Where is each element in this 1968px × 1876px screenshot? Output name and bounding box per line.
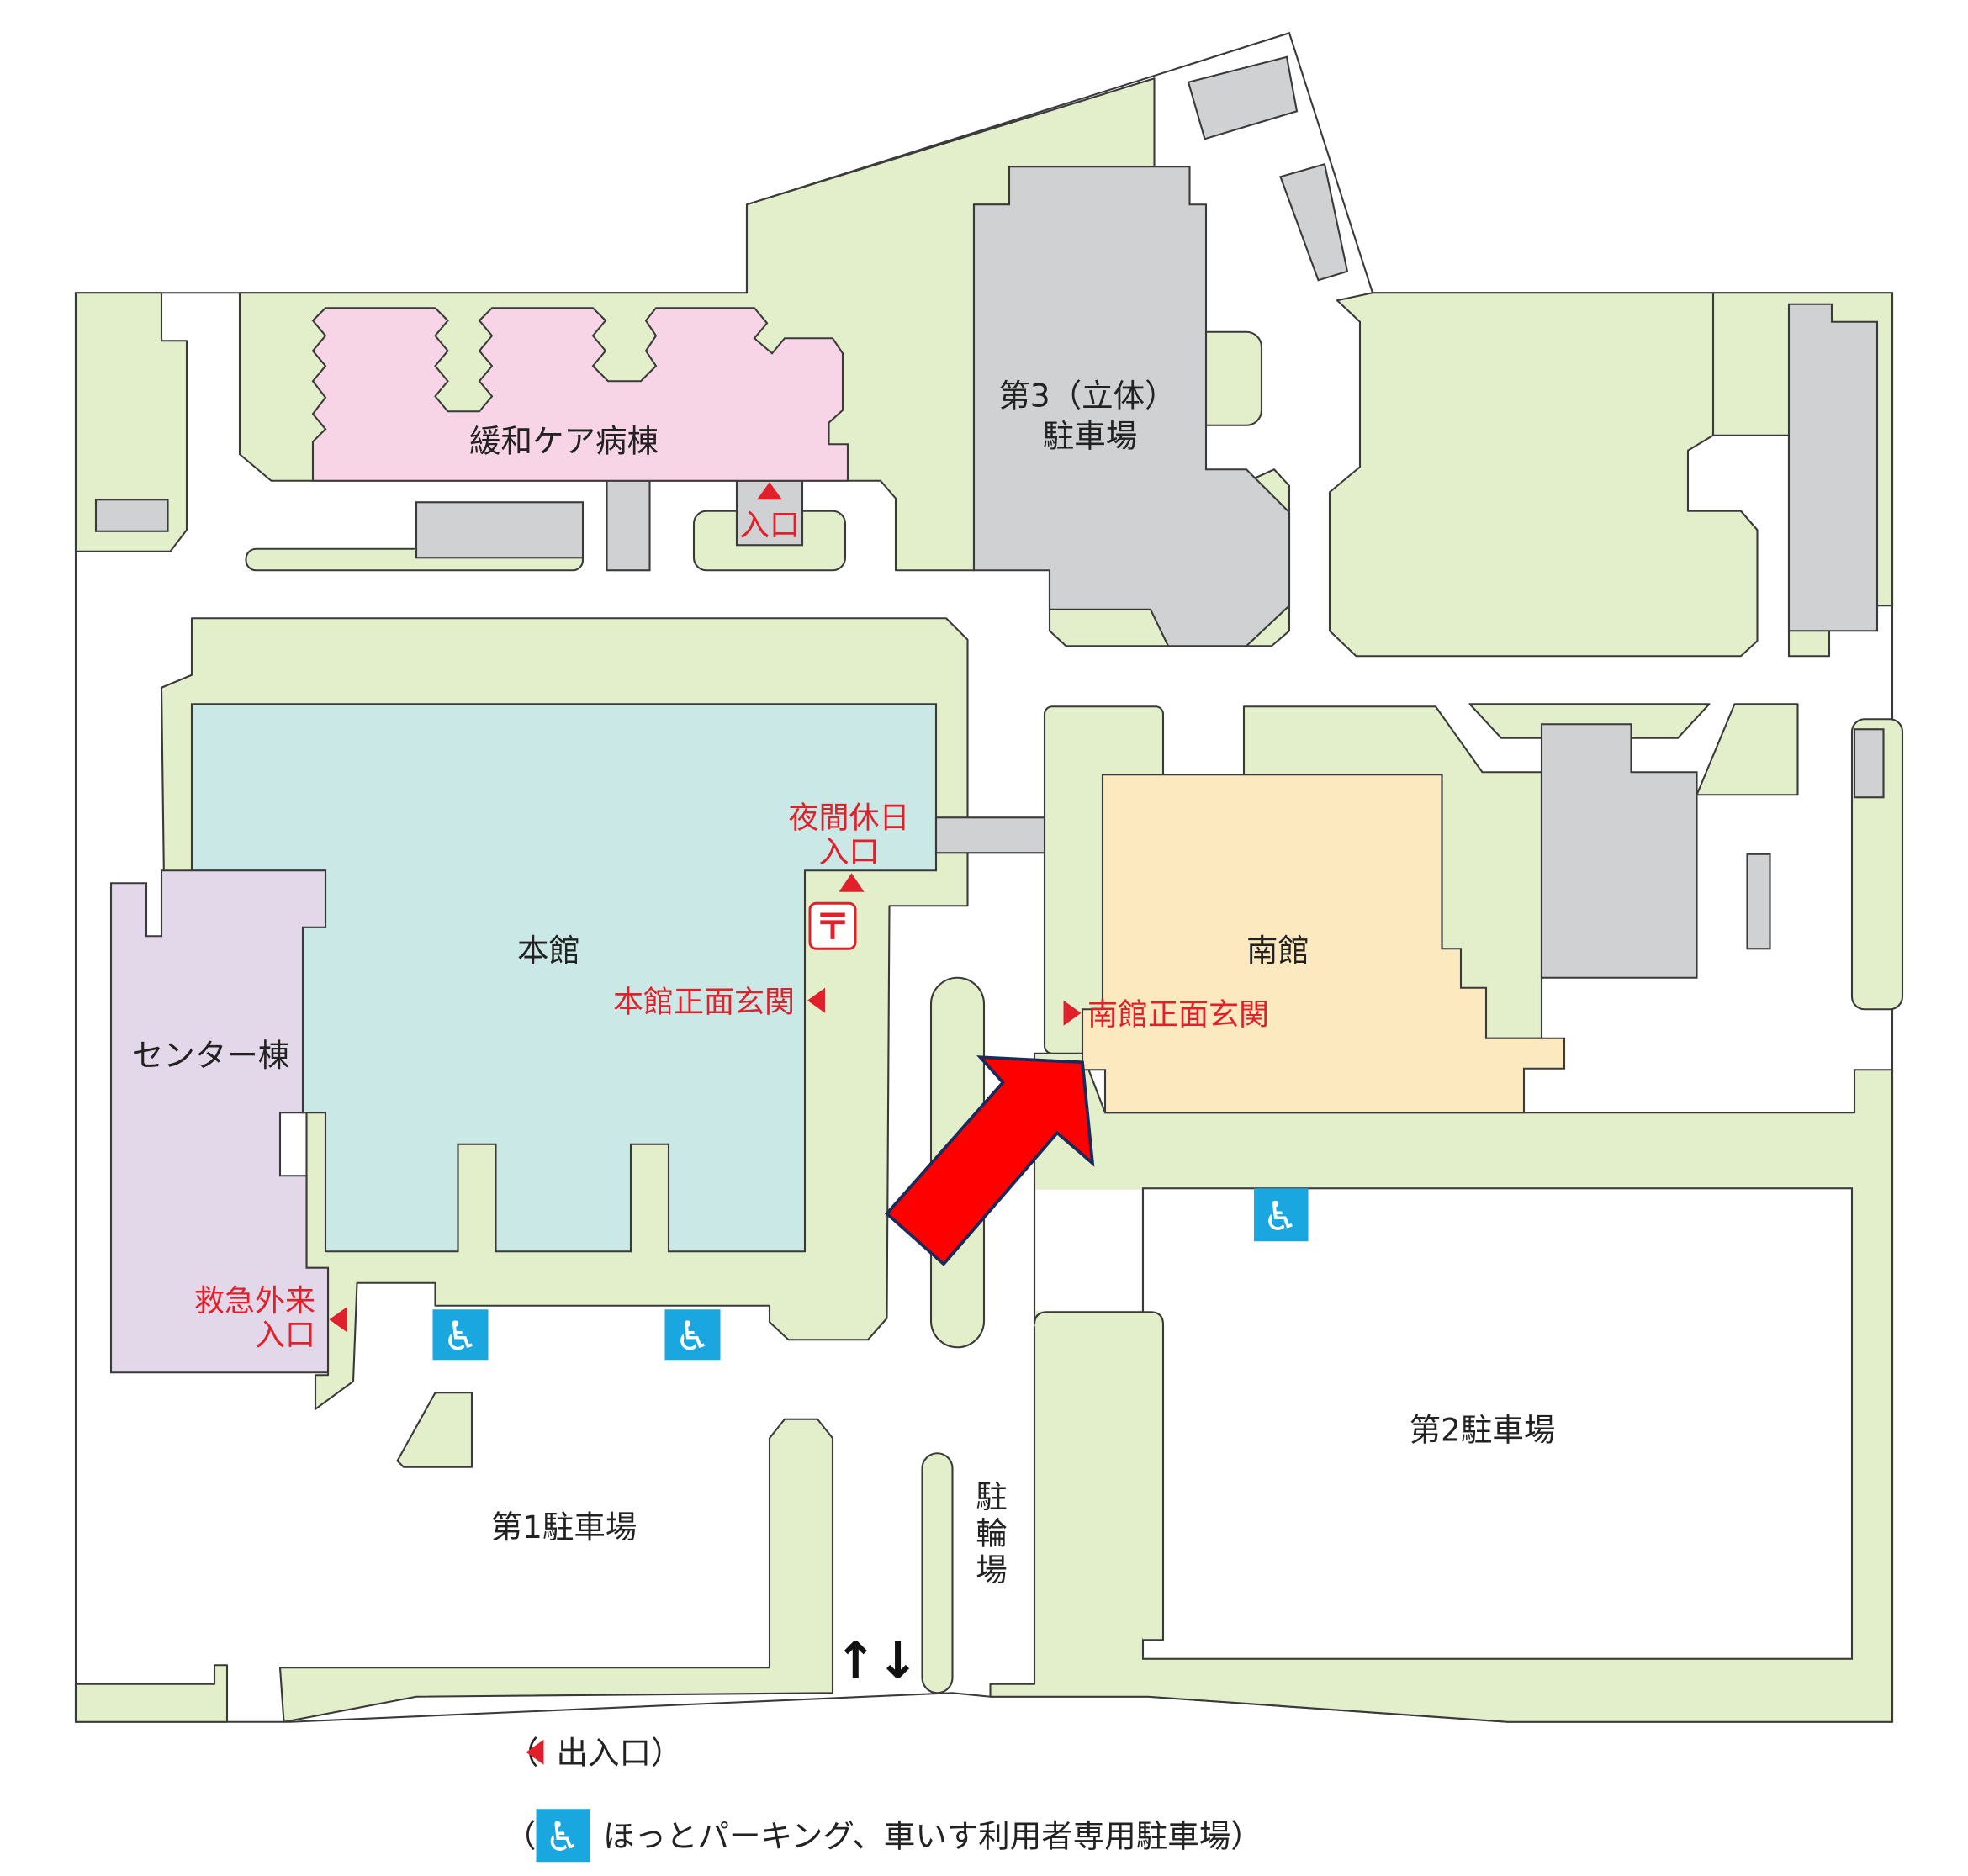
entrance-marker [329,1307,347,1333]
green-area [278,1418,834,1723]
parking-3-label: 第3（立体） [998,377,1176,414]
post-office-icon: 〒 [808,901,857,950]
bicycle-parking-label: 駐 [976,1478,1008,1515]
green-area [74,1664,229,1723]
palliative-entrance-label: 入口 [739,508,800,542]
gray-structure [1787,303,1879,632]
main-entrance-label: 本館正面玄関 [613,985,795,1019]
green-area [1696,703,1799,796]
legend-wheelchair-label: ほっとパーキング、車いす利用者専用駐車場） [603,1817,1262,1854]
svg-text:♿: ♿ [1262,1193,1299,1240]
night-entrance-label: 夜間休日 [788,801,909,835]
entrance-marker [807,987,825,1013]
center-building-label: センター棟 [132,1037,290,1074]
bicycle-parking-label: 輪 [976,1514,1008,1551]
er-entrance-label: 救急外来 [194,1284,315,1318]
gray-structure [1187,55,1299,140]
green-area [396,1392,473,1468]
night-entrance-label: 入口 [818,835,879,869]
gray-structure [606,479,651,572]
gray-structure [1746,853,1771,950]
legend-entrance-label: 出入口） [557,1734,683,1771]
green-strip [921,1452,954,1694]
green-area [1468,703,1711,739]
south-building-label: 南館 [1246,932,1309,969]
legend-wheelchair-icon: ♿ [536,1809,590,1863]
bicycle-parking-label: 場 [976,1551,1008,1588]
svg-text:♿: ♿ [544,1814,580,1861]
road [1035,1189,1142,1311]
highlight-arrow [884,1055,1095,1266]
entrance-marker [1063,1000,1082,1026]
wheelchair-parking-icon: ♿ [664,1309,721,1360]
wheelchair-parking-icon: ♿ [432,1309,489,1360]
parking-3-building [972,166,1291,647]
main-building-label: 本館 [517,932,580,969]
svg-text:♿: ♿ [442,1313,479,1360]
palliative-care-building [311,307,849,482]
gray-structure [1540,723,1698,979]
legend-paren: （ [505,1817,537,1854]
gray-structure [1853,728,1885,799]
legend-entrance-marker [526,1739,544,1765]
palliative-care-label: 緩和ケア病棟 [469,422,659,459]
south-building [1081,774,1566,1114]
two-way-arrows: ↑↓ [834,1631,919,1690]
center-building [109,869,330,1374]
gray-structure [1279,162,1349,282]
green-area [74,292,188,552]
svg-text:♿: ♿ [675,1313,711,1360]
parking-3-label: 駐車場 [1043,417,1138,454]
gray-structure [415,501,585,559]
entrance-marker [839,873,865,892]
parking-1-label: 第1駐車場 [491,1509,637,1546]
svg-text:〒: 〒 [815,906,850,947]
south-entrance-label: 南館正面玄関 [1087,997,1269,1032]
parking-2-lot [1141,1187,1854,1660]
gray-structure [94,499,169,532]
green-area [1033,1311,1165,1641]
parking-2-label: 第2駐車場 [1410,1411,1556,1448]
er-entrance-label: 入口 [255,1318,315,1352]
entrance-marker [757,482,782,500]
wheelchair-parking-icon: ♿ [1254,1188,1309,1242]
